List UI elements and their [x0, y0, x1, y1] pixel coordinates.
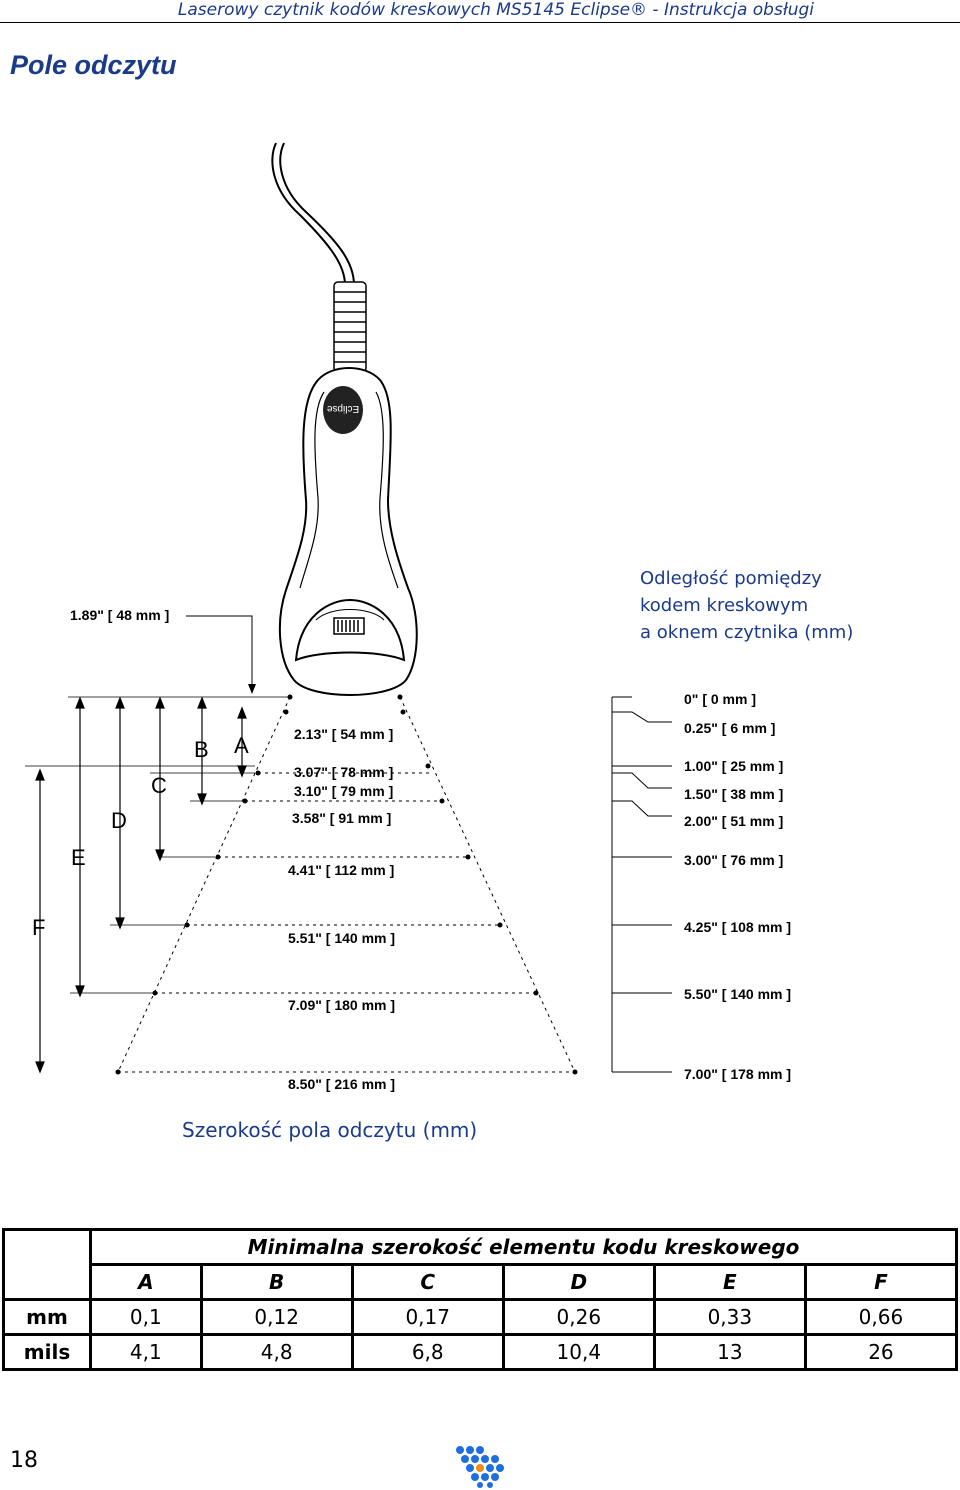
min-element-width-table: Minimalna szerokość elementu kodu kresko…	[2, 1228, 959, 1371]
table-cell: 0,1	[89, 1298, 203, 1336]
column-header: D	[501, 1263, 656, 1301]
table-cell: 10,4	[501, 1333, 656, 1371]
width-label: 3.58" [ 91 mm ]	[292, 810, 391, 826]
table-cell: 4,1	[89, 1333, 203, 1371]
table-caption-row: Minimalna szerokość elementu kodu kresko…	[2, 1228, 958, 1301]
column-header: A	[89, 1263, 203, 1301]
cone-points	[115, 694, 578, 1075]
row-header: mm	[2, 1298, 92, 1336]
letter-c: C	[151, 773, 167, 798]
dimension-letters: A B C D E F	[32, 733, 249, 940]
table-cell: 0,17	[350, 1298, 505, 1336]
table-cell: 13	[652, 1333, 807, 1371]
column-header: E	[652, 1263, 807, 1301]
width-label: 5.51" [ 140 mm ]	[288, 930, 395, 946]
distance-scale	[611, 696, 672, 1073]
table-cell: 4,8	[199, 1333, 354, 1371]
top-dimension-leader	[186, 615, 253, 690]
dimension-arrows	[35, 696, 247, 1074]
distance-caption-line: kodem kreskowym	[640, 595, 809, 616]
scan-field-diagram: Eclipse 1.89" [ 48 mm ]	[25, 142, 791, 1092]
table-cell: 0,33	[652, 1298, 807, 1336]
page-title: Pole odczytu	[10, 50, 177, 80]
distance-label: 0" [ 0 mm ]	[684, 691, 756, 707]
table-header-row: A B C D E F	[4, 1263, 959, 1301]
distance-label: 2.00" [ 51 mm ]	[684, 813, 783, 829]
letter-b: B	[194, 737, 209, 762]
width-label: 3.07" [ 78 mm ]	[294, 764, 393, 780]
letter-d: D	[111, 808, 127, 833]
table-corner	[2, 1228, 92, 1301]
distance-label: 0.25" [ 6 mm ]	[684, 720, 775, 736]
company-logo-icon	[456, 1446, 504, 1488]
table-caption: Minimalna szerokość elementu kodu kresko…	[89, 1228, 958, 1266]
letter-f: F	[32, 915, 45, 940]
width-labels: 2.13" [ 54 mm ] 3.07" [ 78 mm ] 3.10" [ …	[288, 726, 395, 1092]
top-dimension-label: 1.89" [ 48 mm ]	[70, 607, 169, 623]
letter-a: A	[234, 733, 249, 758]
scanner-cable	[271, 142, 346, 370]
distance-label: 3.00" [ 76 mm ]	[684, 852, 783, 868]
width-label: 2.13" [ 54 mm ]	[294, 726, 393, 742]
page-number: 18	[10, 1448, 38, 1473]
distance-label: 1.00" [ 25 mm ]	[684, 758, 783, 774]
table-cell: 0,66	[803, 1298, 959, 1336]
header-rule	[0, 22, 960, 23]
distance-caption-line: Odległość pomiędzy	[640, 568, 822, 589]
strain-relief	[333, 281, 367, 373]
header-title: Laserowy czytnik kodów kreskowych MS5145…	[177, 0, 814, 20]
table-cell: 26	[803, 1333, 959, 1371]
width-label: 7.09" [ 180 mm ]	[288, 997, 395, 1013]
distance-caption-line: a oknem czytnika (mm)	[640, 622, 854, 643]
column-header: B	[199, 1263, 354, 1301]
table-row: mm 0,1 0,12 0,17 0,26 0,33 0,66	[2, 1298, 959, 1336]
table-cell: 0,26	[501, 1298, 656, 1336]
width-label: 4.41" [ 112 mm ]	[288, 862, 394, 878]
distance-label: 4.25" [ 108 mm ]	[684, 919, 791, 935]
distance-label: 7.00" [ 178 mm ]	[684, 1066, 791, 1082]
eclipse-logo-text: Eclipse	[326, 403, 359, 414]
eclipse-logo	[323, 386, 363, 434]
scan-field-cone	[117, 696, 576, 1073]
row-header: mils	[2, 1333, 92, 1371]
table-cell: 0,12	[199, 1298, 354, 1336]
table-row: mils 4,1 4,8 6,8 10,4 13 26	[2, 1333, 959, 1371]
column-header: F	[803, 1263, 959, 1301]
width-label: 3.10" [ 79 mm ]	[294, 783, 393, 799]
distance-labels: 0" [ 0 mm ] 0.25" [ 6 mm ] 1.00" [ 25 mm…	[684, 691, 791, 1082]
distance-label: 5.50" [ 140 mm ]	[684, 986, 791, 1002]
column-header: C	[350, 1263, 505, 1301]
letter-e: E	[71, 845, 86, 870]
table-cell: 6,8	[350, 1333, 505, 1371]
width-label: 8.50" [ 216 mm ]	[288, 1076, 395, 1092]
distance-label: 1.50" [ 38 mm ]	[684, 786, 783, 802]
distance-caption: Odległość pomiędzy kodem kreskowym a okn…	[640, 565, 853, 646]
width-caption: Szerokość pola odczytu (mm)	[182, 1118, 478, 1142]
reference-lines	[25, 696, 290, 994]
